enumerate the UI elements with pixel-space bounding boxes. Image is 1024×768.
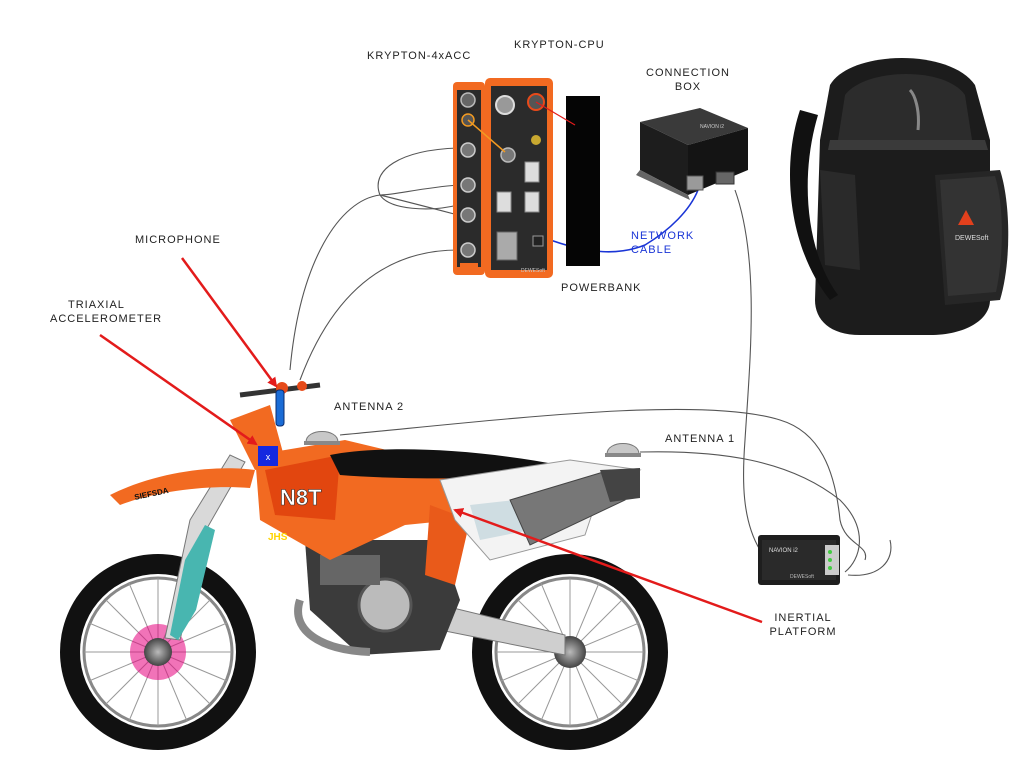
inertial-platform-device: [758, 535, 840, 585]
accelerometer-marker-text: x: [266, 452, 271, 462]
label-connection-box: CONNECTION BOX: [646, 66, 730, 94]
inertial-model-text: NAVION i2: [769, 548, 799, 554]
label-powerbank: POWERBANK: [561, 282, 642, 294]
cable-acc-1: [377, 147, 459, 210]
label-network-cable-line1: NETWORK: [631, 230, 695, 242]
krypton-4xacc-module: [453, 82, 485, 275]
antenna-1-device: [605, 443, 641, 457]
label-inertial-line1: INERTIAL: [774, 612, 832, 624]
bike-fork-text: JHS: [268, 532, 288, 543]
label-antenna-1: ANTENNA 1: [665, 433, 736, 445]
label-network-cable: NETWORK CABLE: [631, 229, 694, 257]
label-connection-box-line1: CONNECTION: [646, 67, 730, 79]
label-antenna-2: ANTENNA 2: [334, 401, 405, 413]
label-connection-box-line2: BOX: [674, 81, 702, 93]
connection-box-device: [636, 108, 748, 200]
cable-antenna1: [639, 451, 860, 573]
label-inertial-platform: INERTIAL PLATFORM: [762, 611, 844, 639]
label-microphone: MICROPHONE: [135, 234, 221, 246]
accelerometer-sensor: [258, 446, 278, 466]
krypton-cpu-brand: DEWESoft: [521, 268, 546, 274]
cable-connbox-inertial: [734, 189, 761, 551]
krypton-cpu-module: [485, 78, 553, 278]
backpack: [790, 57, 1009, 335]
connection-box-brand: NAVION i2: [700, 124, 724, 130]
rear-wheel: [472, 554, 668, 750]
label-krypton-4xacc: KRYPTON-4xACC: [367, 50, 472, 62]
inertial-brand-text: DEWESoft: [790, 574, 815, 580]
label-inertial-line2: PLATFORM: [769, 626, 837, 638]
bike-logo-text: N8T: [280, 485, 322, 510]
cable-inertial-loop: [847, 539, 892, 576]
inertial-arrow: [453, 508, 763, 624]
front-wheel: [60, 554, 256, 750]
dewesoft-logo-icon: [958, 210, 974, 225]
label-triaxial-line2: ACCELEROMETER: [50, 313, 163, 325]
cable-antenna2: [339, 408, 867, 561]
label-triaxial-line1: TRIAXIAL: [68, 299, 125, 311]
cable-to-microphone: [299, 249, 459, 381]
cpu-red-wire: [535, 101, 576, 126]
label-krypton-cpu: KRYPTON-CPU: [514, 39, 605, 51]
microphone-sensor: [275, 389, 285, 427]
cable-network: [289, 147, 892, 576]
cable-acc-2: [379, 184, 459, 196]
label-network-cable-line2: CABLE: [631, 244, 673, 256]
acc-orange-wire: [467, 119, 506, 153]
antenna-2-device: [304, 431, 340, 445]
backpack-brand: DEWESoft: [955, 235, 989, 242]
label-triaxial-accelerometer: TRIAXIAL ACCELEROMETER: [50, 298, 170, 326]
cable-to-accelerometer: [289, 194, 459, 371]
powerbank-device: [566, 96, 600, 266]
motorcycle: [60, 381, 668, 750]
microphone-arrow: [180, 257, 278, 388]
accelerometer-arrow: [99, 333, 258, 446]
